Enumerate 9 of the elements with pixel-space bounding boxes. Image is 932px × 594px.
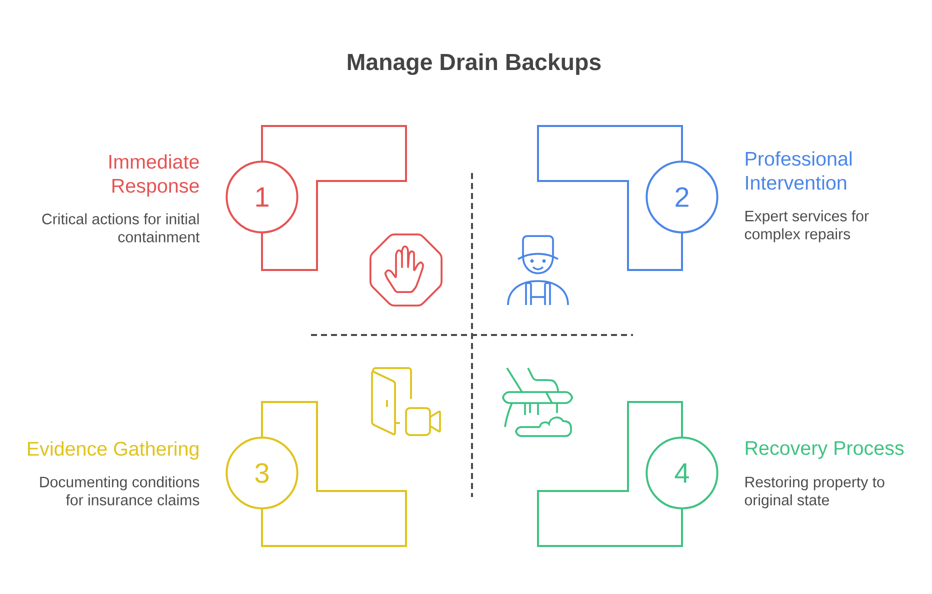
step-description: Critical actions for initial containment xyxy=(42,213,200,242)
step-description: Documenting conditions for insurance claims xyxy=(40,476,200,506)
step-heading: Recovery Process xyxy=(746,441,904,459)
step-heading: Professional Intervention xyxy=(746,151,852,190)
step-description: Restoring property to original state xyxy=(744,476,884,508)
step-heading: Evidence Gathering xyxy=(28,441,198,460)
step-heading: Immediate Response xyxy=(109,154,199,197)
step-description: Expert services for complex repairs xyxy=(744,210,869,242)
title: Manage Drain Backups xyxy=(348,53,601,75)
